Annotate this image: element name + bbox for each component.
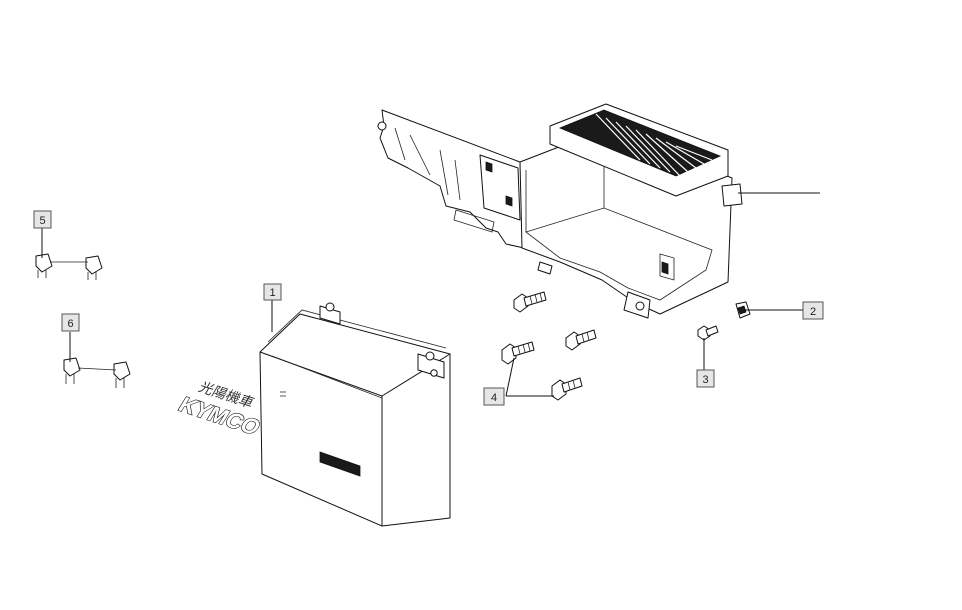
bolt — [551, 377, 583, 401]
callout-4: 4 — [483, 387, 505, 406]
fuse-with-wire — [35, 253, 103, 280]
callout-6: 6 — [61, 313, 80, 332]
callout-5: 5 — [33, 210, 52, 229]
leader-lines — [41, 192, 820, 397]
nut-clip — [735, 301, 751, 319]
battery-box-holder — [377, 103, 743, 319]
screw — [697, 325, 719, 341]
svg-text:1: 1 — [269, 287, 275, 299]
callout-3: 3 — [696, 369, 715, 388]
svg-text:5: 5 — [39, 215, 45, 227]
fuse-with-wire — [63, 357, 131, 388]
svg-text:4: 4 — [491, 392, 497, 404]
svg-text:3: 3 — [702, 374, 708, 386]
bolt — [565, 329, 597, 351]
bolt — [513, 291, 547, 313]
battery: 光陽機車 KYMCO — [173, 302, 451, 527]
callout-1: 1 — [263, 283, 282, 301]
bolt — [501, 341, 535, 365]
callout-2: 2 — [802, 301, 824, 320]
svg-text:2: 2 — [810, 306, 816, 318]
svg-text:6: 6 — [67, 318, 73, 330]
